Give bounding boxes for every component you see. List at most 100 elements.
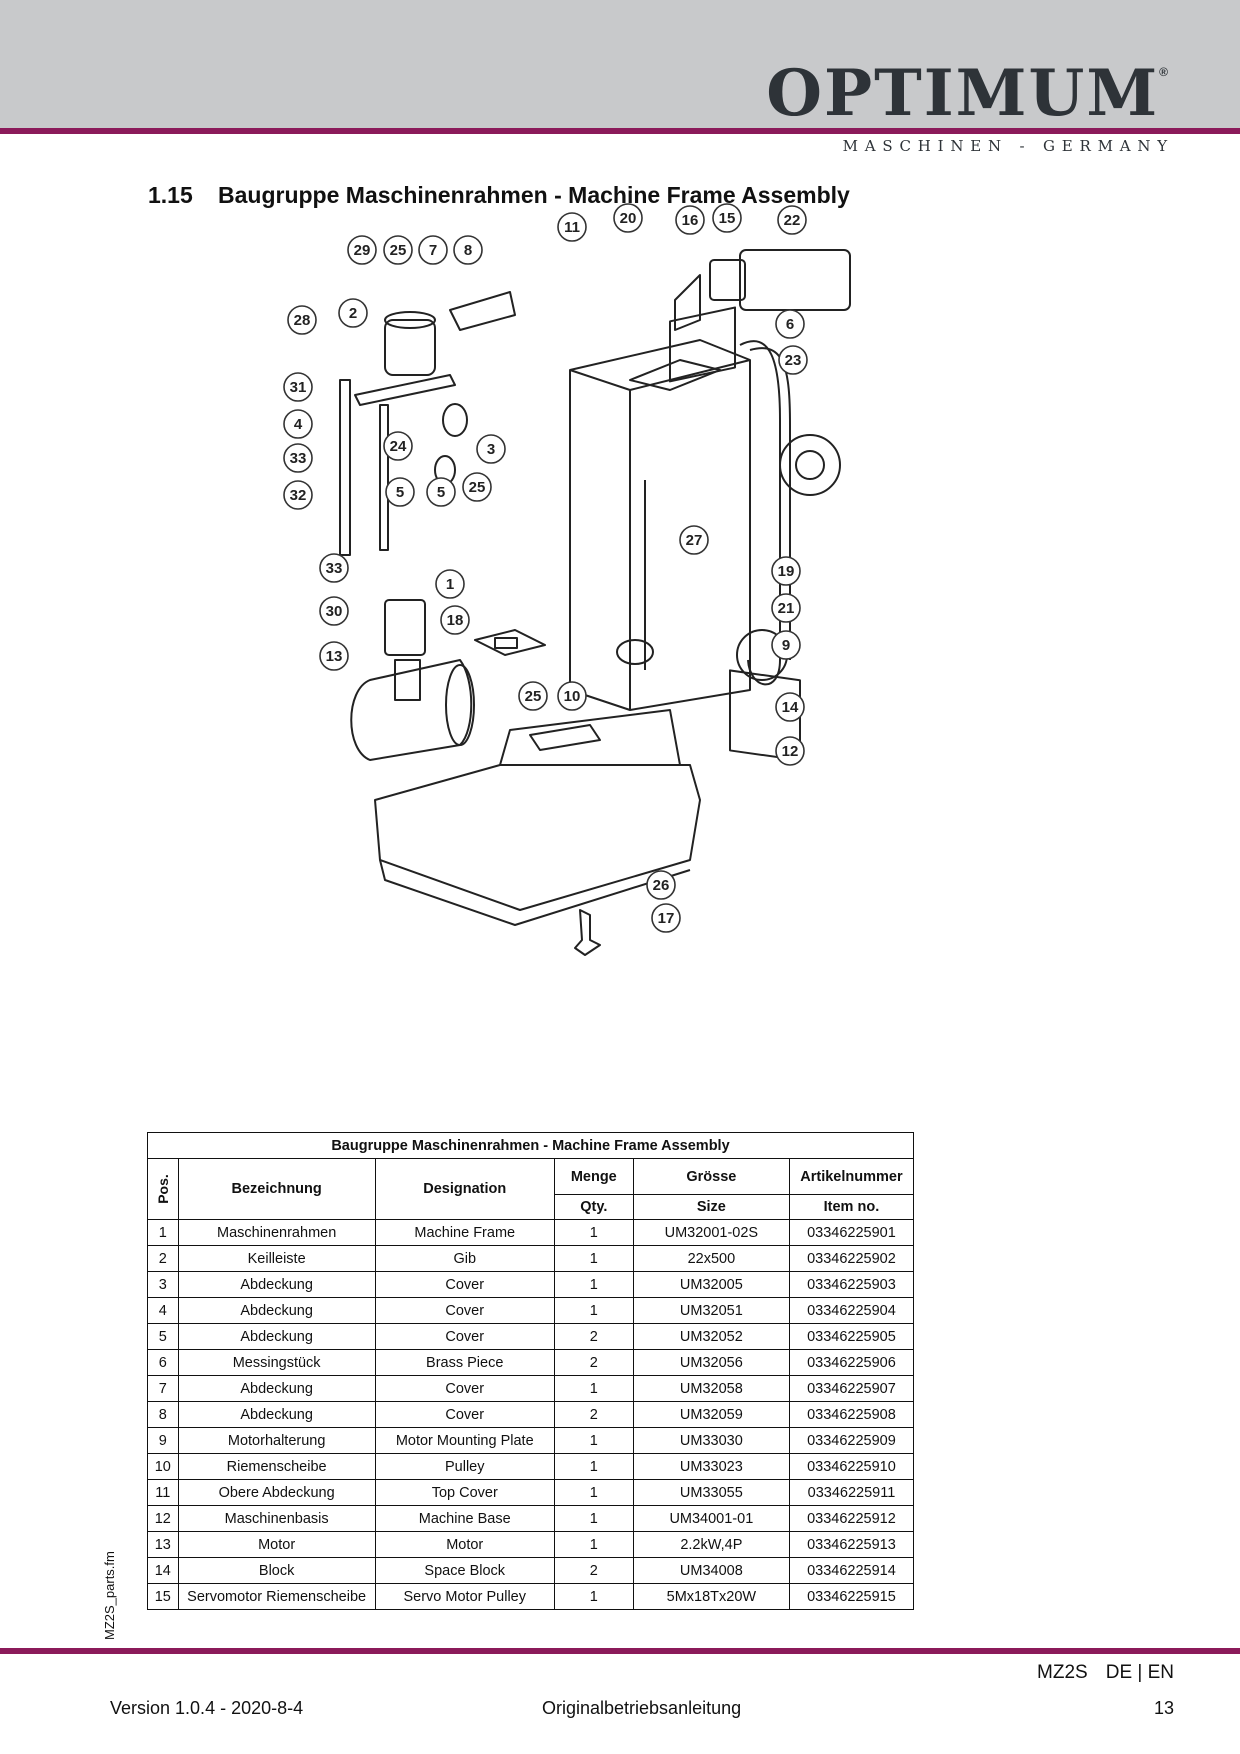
callout-2 — [338, 298, 368, 328]
cell-de: Messingstück — [177, 1349, 376, 1376]
callout-label: 23 — [785, 352, 802, 369]
cell-en: Cover — [374, 1375, 555, 1402]
callout-label: 10 — [564, 688, 581, 705]
cell-item: 03346225913 — [788, 1531, 915, 1558]
oil-reservoir-part — [384, 319, 436, 376]
version-text: Version 1.0.4 - 2020-8-4 — [110, 1698, 304, 1718]
callout-27 — [679, 525, 709, 555]
cell-item: 03346225914 — [788, 1557, 915, 1584]
callout-17 — [651, 903, 681, 933]
cell-en: Machine Base — [374, 1505, 555, 1532]
column-header-pos: Pos. — [147, 1158, 179, 1220]
cell-de: Servomotor Riemenscheibe — [177, 1583, 376, 1610]
cell-pos: 8 — [147, 1401, 179, 1428]
callout-19 — [771, 556, 801, 586]
page-number: 13 — [1153, 1698, 1174, 1718]
cell-de: Abdeckung — [177, 1297, 376, 1324]
callout-8 — [453, 235, 483, 265]
callout-label: 33 — [290, 450, 307, 467]
cell-pos: 6 — [147, 1349, 179, 1376]
cell-size: UM34008 — [632, 1557, 790, 1584]
cell-qty: 1 — [553, 1505, 634, 1532]
callout-label: 21 — [778, 600, 795, 617]
cell-pos: 5 — [147, 1323, 179, 1350]
cell-size: UM32051 — [632, 1297, 790, 1324]
column-header-qty: Qty. — [553, 1194, 634, 1220]
cell-en: Machine Frame — [374, 1219, 555, 1246]
cell-qty: 1 — [553, 1531, 634, 1558]
column-header-groesse: Grösse — [632, 1158, 790, 1195]
callout-label: 25 — [525, 688, 542, 705]
cell-size: 22x500 — [632, 1245, 790, 1272]
callout-18 — [440, 605, 470, 635]
cell-item: 03346225906 — [788, 1349, 915, 1376]
cell-qty: 1 — [553, 1479, 634, 1506]
cell-item: 03346225912 — [788, 1505, 915, 1532]
callout-label: 6 — [786, 316, 794, 333]
table-header-row: Pos. Bezeichnung Designation Menge Gröss… — [147, 1158, 915, 1220]
cell-qty: 2 — [553, 1349, 634, 1376]
cell-item: 03346225905 — [788, 1323, 915, 1350]
cell-size: 5Mx18Tx20W — [632, 1583, 790, 1610]
callout-label: 18 — [447, 612, 464, 629]
callout-label: 25 — [390, 242, 407, 259]
cell-size: UM32052 — [632, 1323, 790, 1350]
column-header-item-no: Item no. — [788, 1194, 915, 1220]
exploded-assembly-diagram: 29 25 7 8 28 2 24 5 5 25 3 11 20 16 15 2… — [287, 203, 851, 956]
callout-33b — [319, 553, 349, 583]
section-title: Baugruppe Maschinenrahmen - Machine Fram… — [218, 182, 850, 208]
cell-en: Pulley — [374, 1453, 555, 1480]
motor-mounting-plate-part — [729, 669, 801, 762]
belt-part — [739, 340, 781, 686]
model-name: MZ2S — [1037, 1662, 1088, 1683]
callout-1 — [435, 569, 465, 599]
callout-label: 5 — [437, 484, 445, 501]
cell-qty: 1 — [553, 1453, 634, 1480]
cell-de: Abdeckung — [177, 1271, 376, 1298]
callout-label: 11 — [564, 219, 580, 236]
callout-16 — [675, 205, 705, 235]
callout-9 — [771, 630, 801, 660]
callout-29 — [347, 235, 377, 265]
cell-pos: 10 — [147, 1453, 179, 1480]
callout-5a — [385, 477, 415, 507]
callout-label: 31 — [290, 379, 307, 396]
callout-label: 32 — [290, 487, 307, 504]
callout-22 — [777, 205, 807, 235]
cell-item: 03346225910 — [788, 1453, 915, 1480]
cell-pos: 2 — [147, 1245, 179, 1272]
motor-part — [350, 659, 473, 761]
cell-size: UM32001-02S — [632, 1219, 790, 1246]
document-type: Originalbetriebsanleitung — [542, 1698, 742, 1718]
cell-en: Cover — [374, 1323, 555, 1350]
column-header-artikelnummer: Artikelnummer — [788, 1158, 915, 1195]
cell-de: Block — [177, 1557, 376, 1584]
callout-14 — [775, 692, 805, 722]
cell-qty: 1 — [553, 1427, 634, 1454]
table-caption: Baugruppe Maschinenrahmen - Machine Fram… — [147, 1132, 914, 1159]
cell-item: 03346225903 — [788, 1271, 915, 1298]
cell-pos: 4 — [147, 1297, 179, 1324]
cell-pos: 1 — [147, 1219, 179, 1246]
top-cover-part — [629, 359, 721, 391]
callout-10 — [557, 681, 587, 711]
callout-label: 29 — [354, 242, 371, 259]
cell-size: UM32056 — [632, 1349, 790, 1376]
pulley-disk-part — [779, 434, 841, 496]
callout-label: 30 — [326, 603, 343, 620]
callout-label: 25 — [469, 479, 486, 496]
callout-32 — [283, 480, 313, 510]
cell-pos: 11 — [147, 1479, 179, 1506]
brand-name: OPTIMUM — [766, 56, 1160, 131]
cell-item: 03346225908 — [788, 1401, 915, 1428]
callout-label: 8 — [464, 242, 472, 259]
